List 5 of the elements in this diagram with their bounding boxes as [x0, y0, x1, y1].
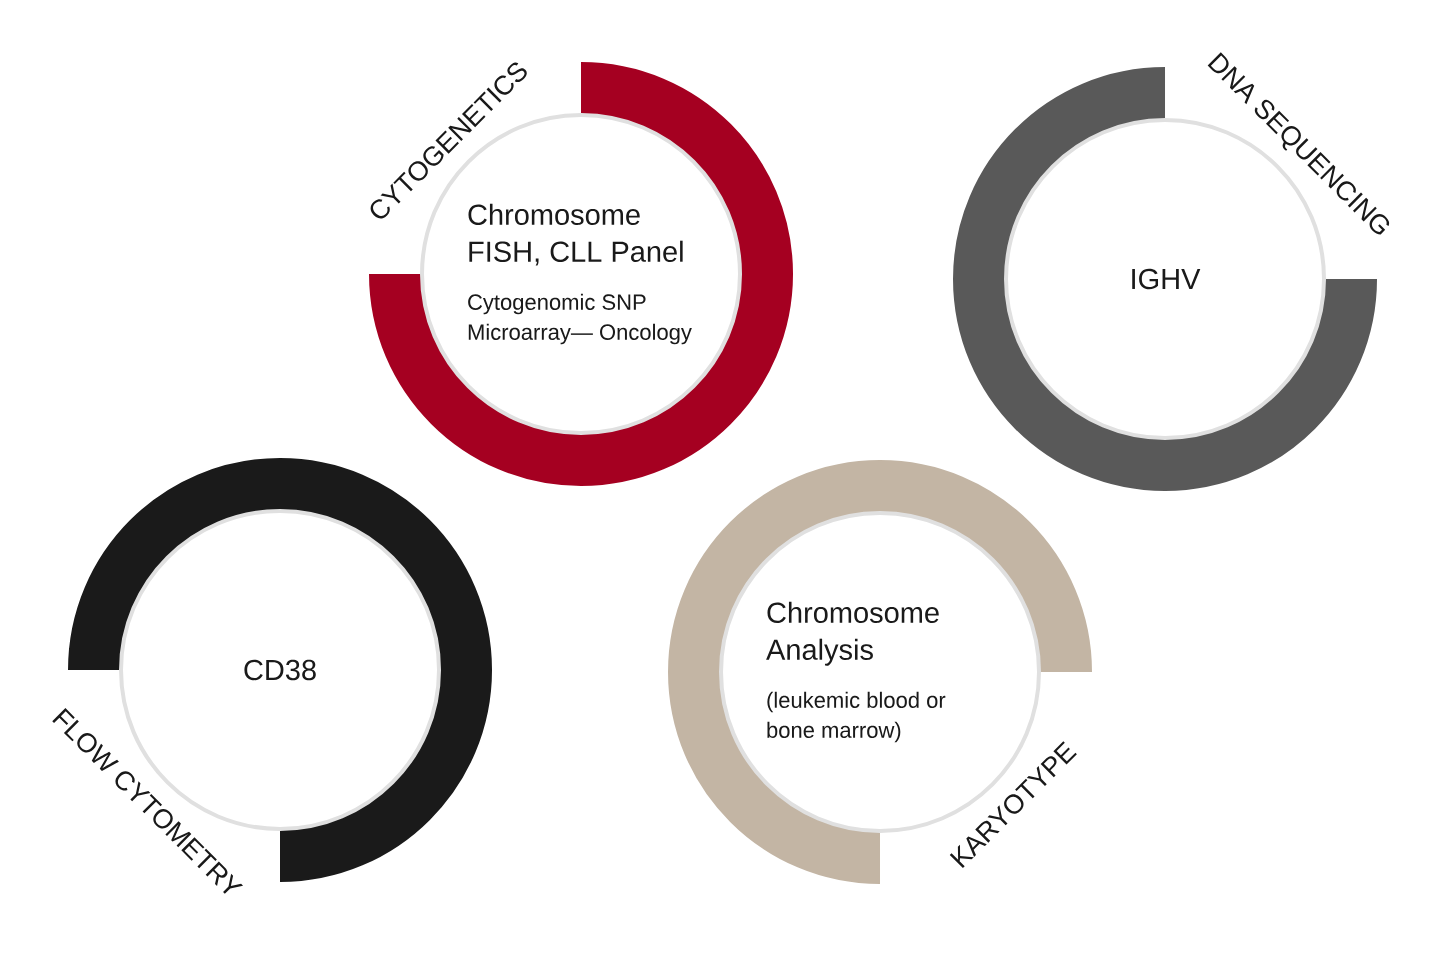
body-text: Cytogenomic SNP Microarray— Oncology [468, 293, 692, 345]
label-text: CD38 [244, 659, 316, 681]
body-text: (leukemic blood or bone marrow) [767, 691, 946, 743]
heading-text: Chromosome Analysis [766, 601, 939, 666]
label-text: IGHV [1132, 268, 1201, 290]
